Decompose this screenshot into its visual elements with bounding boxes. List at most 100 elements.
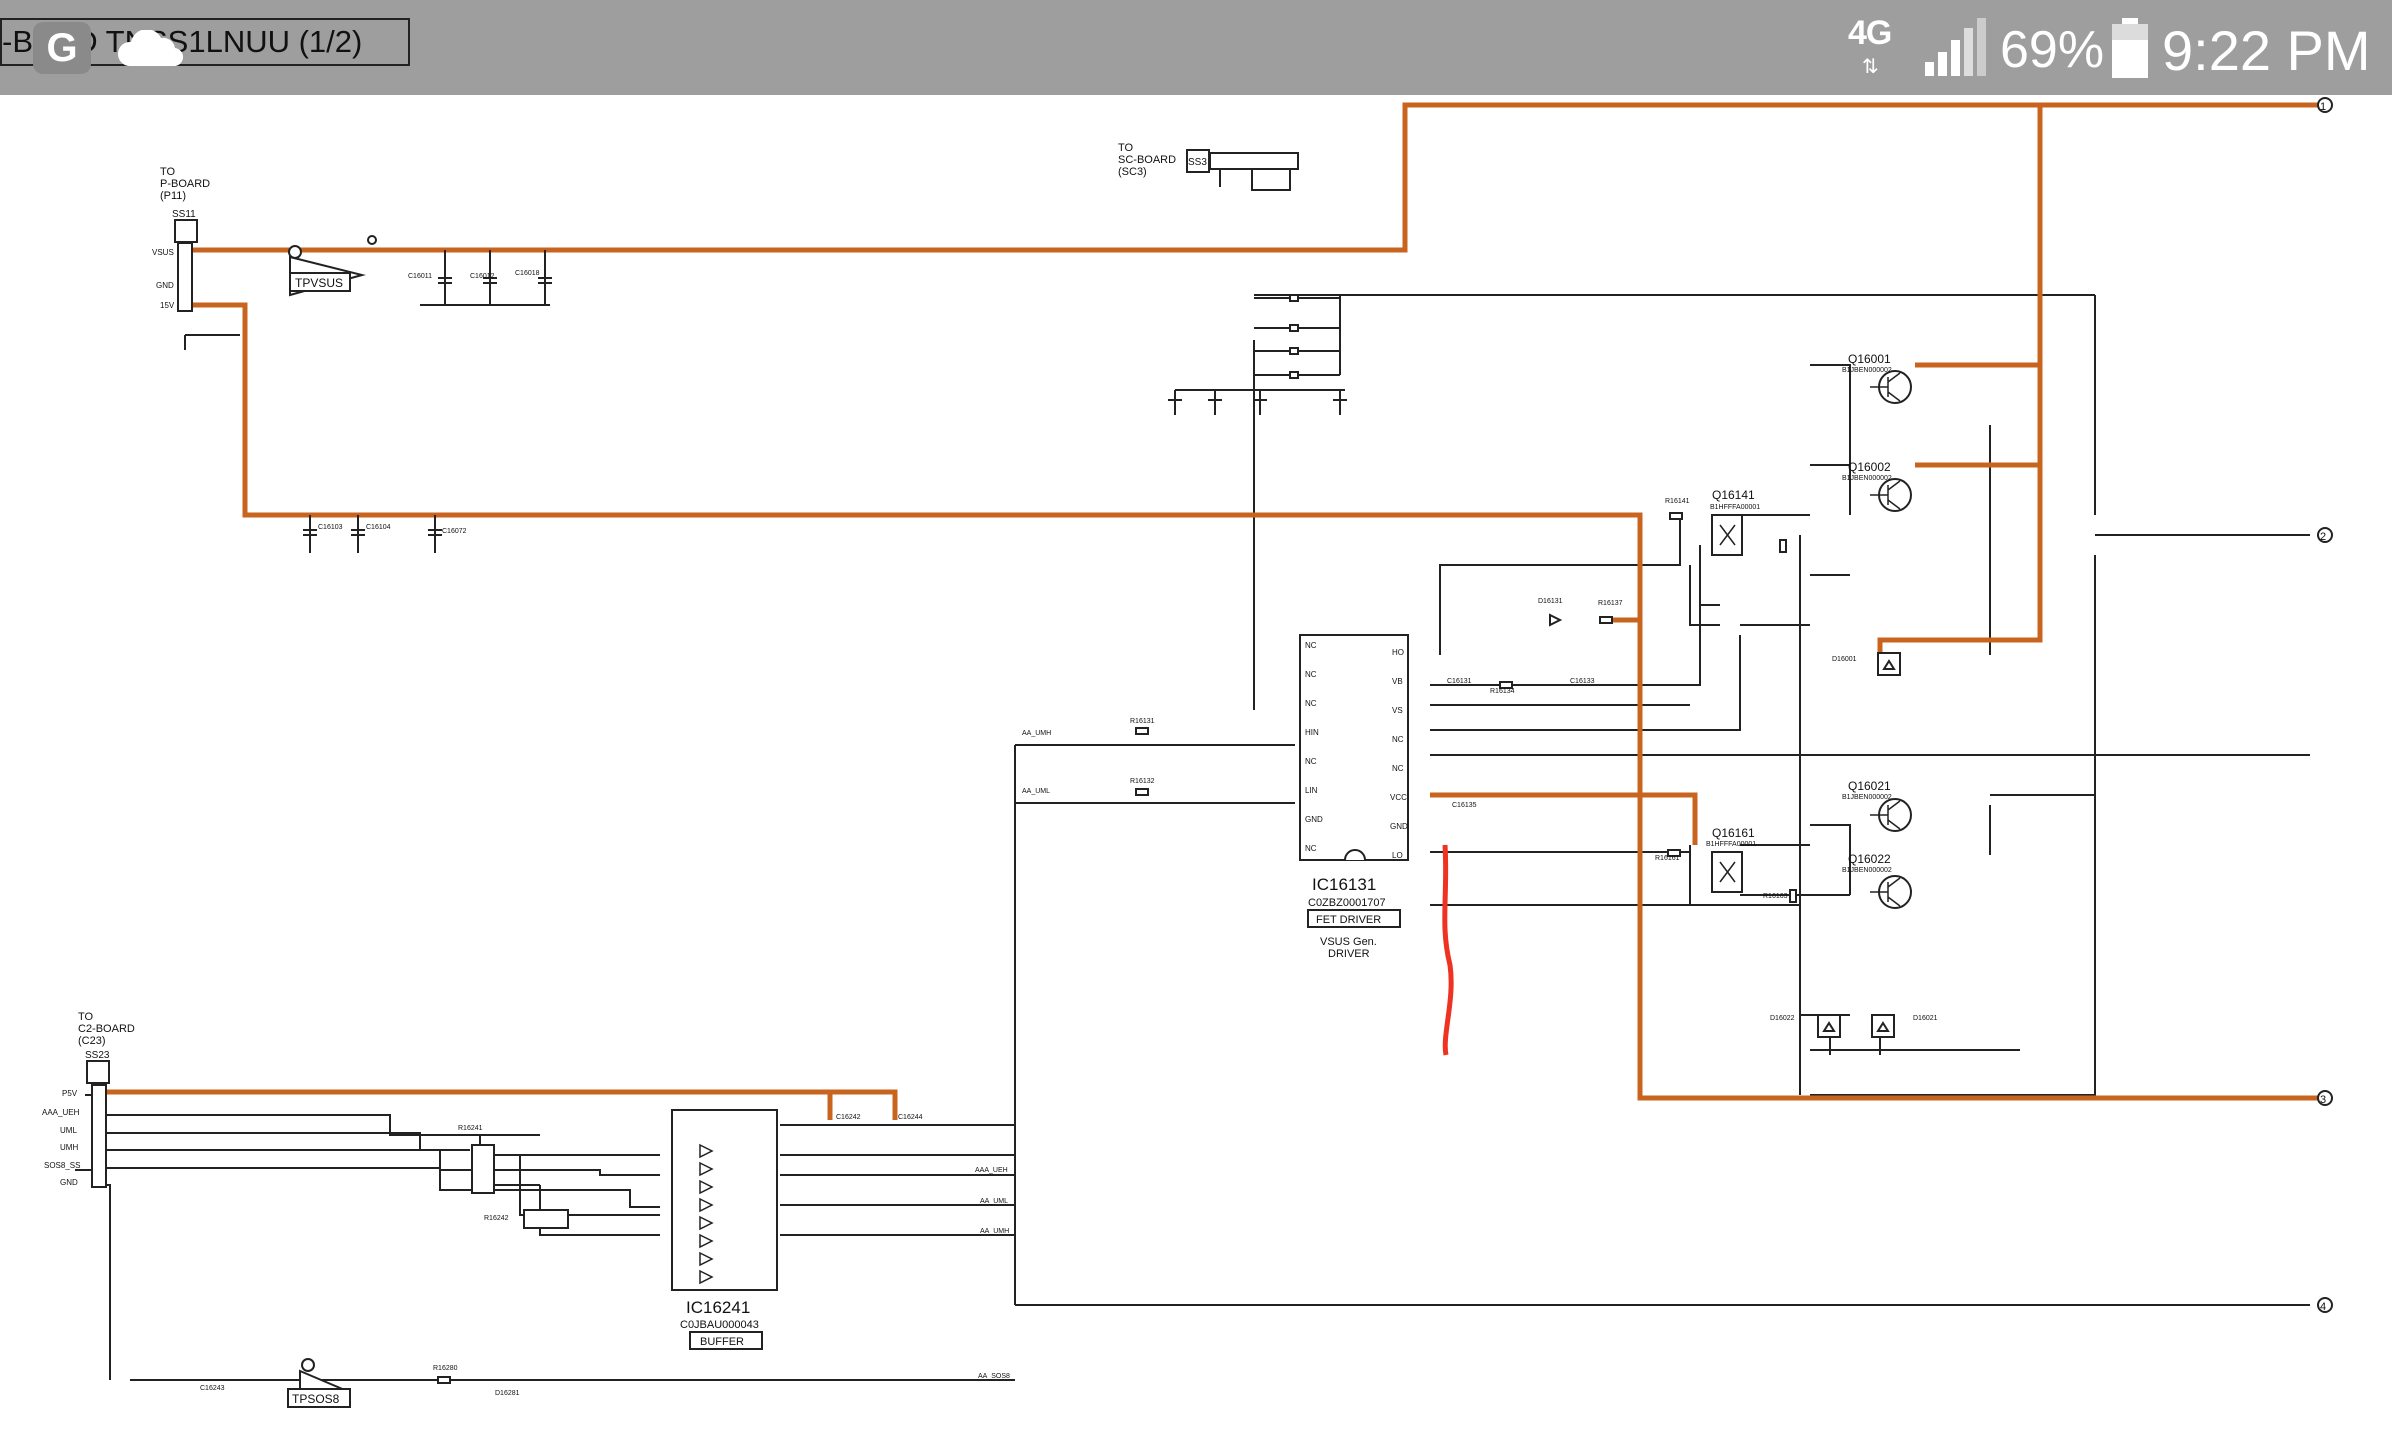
ic16131-pin-vcc: VCC <box>1390 793 1407 802</box>
c16135: C16135 <box>1452 802 1477 809</box>
ic16131-pin-nc4: NC <box>1305 757 1317 766</box>
r16163: R16163 <box>1763 893 1788 900</box>
q16141-part: B1HFFFA00001 <box>1710 504 1760 511</box>
q16001: Q16001 B1JBEN000002 <box>1842 352 1912 404</box>
ic16241-part: C0JBAU000043 <box>680 1319 759 1331</box>
tp-vsus-label: TPVSUS <box>295 276 343 290</box>
c16244: C16244 <box>898 1114 923 1121</box>
ic16131-pin-gnd: GND <box>1305 815 1323 824</box>
ic16131-pin-nc3: NC <box>1305 699 1317 708</box>
p-board-to: TO <box>160 166 176 178</box>
network-arrows-icon: ⇅ <box>1862 56 1879 78</box>
d16001: D16001 <box>1832 656 1857 663</box>
r16132: R16132 <box>1130 778 1155 785</box>
offpage-2: 2 <box>2320 531 2326 543</box>
c2-pin-p5v: P5V <box>62 1089 78 1098</box>
ic16131-pin-gnd2: GND <box>1390 822 1408 831</box>
p-board-pin-vsus: VSUS <box>152 248 174 257</box>
offpage-connectors: 1 2 3 4 <box>2317 97 2333 1313</box>
c2-board-name: C2-BOARD <box>78 1023 135 1035</box>
c16104: C16104 <box>366 524 391 531</box>
p-board-conn: SS11 <box>172 209 196 220</box>
c16012: C16012 <box>470 273 495 280</box>
signal-icon <box>1925 18 1986 76</box>
15v-caps <box>303 515 442 553</box>
cloud-icon <box>118 30 183 67</box>
tp-sos8-label: TPSOS8 <box>292 1392 340 1406</box>
ic16131-pin-lin: LIN <box>1305 786 1318 795</box>
q16022: Q16022 B1JBEN000002 <box>1842 852 1912 909</box>
net-aa-sos8: AA_SOS8 <box>978 1373 1010 1380</box>
r16280: R16280 <box>433 1365 458 1372</box>
q16161-name: Q16161 <box>1712 826 1755 840</box>
c16018: C16018 <box>515 270 540 277</box>
q16001-part: B1JBEN000002 <box>1842 367 1892 374</box>
net-aa-umh2: AA_UMH <box>980 1228 1009 1235</box>
c2-pin-umh: UMH <box>60 1143 78 1152</box>
c2-board-connector: TO C2-BOARD (C23) SS23 P5V AAA_UEH UML U… <box>42 1011 135 1188</box>
ic16131-pin-nc5: NC <box>1305 844 1317 853</box>
sc-board-ref: (SC3) <box>1118 166 1147 178</box>
r16137: R16137 <box>1598 600 1623 607</box>
d16131: D16131 <box>1538 598 1563 605</box>
output-diodes <box>1817 652 1901 1038</box>
network-type-icon: 4G <box>1848 14 1892 53</box>
battery-percent: 69% <box>2000 21 2105 79</box>
c16243: C16243 <box>200 1385 225 1392</box>
r16141: R16141 <box>1665 498 1690 505</box>
q16002-part: B1JBEN000002 <box>1842 475 1892 482</box>
q16141-name: Q16141 <box>1712 488 1755 502</box>
red-annotation <box>1442 844 1454 1056</box>
q16141: Q16141 B1HFFFA00001 <box>1710 488 1760 556</box>
network-type-label: 4G <box>1848 14 1892 52</box>
net-aa-umh: AA_UMH <box>1022 730 1051 737</box>
c16133: C16133 <box>1570 678 1595 685</box>
c2-pin-gnd: GND <box>60 1178 78 1187</box>
r16134: R16134 <box>1490 688 1515 695</box>
p-board-connector: TO P-BOARD (P11) SS11 VSUS GND 15V <box>152 166 210 312</box>
p-board-ref: (P11) <box>160 190 186 202</box>
r16131: R16131 <box>1130 718 1155 725</box>
bootstrap-network <box>1499 512 1797 903</box>
ic16131-desc2: DRIVER <box>1328 948 1370 960</box>
ic16241-tag: BUFFER <box>700 1336 744 1348</box>
tp-sos8: TPSOS8 <box>287 1358 351 1408</box>
ic16131-desc1: VSUS Gen. <box>1320 936 1377 948</box>
offpage-4: 4 <box>2320 1301 2326 1313</box>
ic16131-input-resistors <box>1135 727 1149 796</box>
c2-board-ref: (C23) <box>78 1035 106 1047</box>
offpage-1: 1 <box>2320 101 2326 113</box>
d16281: D16281 <box>495 1390 520 1397</box>
c2-board-to: TO <box>78 1011 94 1023</box>
q16022-part: B1JBEN000002 <box>1842 867 1892 874</box>
ic16131-pin-nc2: NC <box>1305 670 1317 679</box>
c16103: C16103 <box>318 524 343 531</box>
ic16131-part: C0ZBZ0001707 <box>1308 897 1386 909</box>
c16131: C16131 <box>1447 678 1472 685</box>
p-board-pin-15v: 15V <box>160 301 175 310</box>
sc-board-conn: SS3 <box>1188 157 1207 168</box>
tp-vsus: TPVSUS <box>288 235 377 297</box>
ic16131-pin-hin: HIN <box>1305 728 1319 737</box>
c2-board-conn: SS23 <box>85 1050 110 1061</box>
c2-pin-uml: UML <box>60 1126 77 1135</box>
c2-pin-aaa-ueh: AAA_UEH <box>42 1108 80 1117</box>
q16002-name: Q16002 <box>1848 460 1891 474</box>
ic16241: IC16241 C0JBAU000043 BUFFER <box>671 1109 778 1350</box>
sc-filter-network <box>1168 294 1347 415</box>
q16021-name: Q16021 <box>1848 779 1891 793</box>
d16022: D16022 <box>1770 1015 1795 1022</box>
app-icon[interactable]: G <box>33 22 91 74</box>
clock: 9:22 PM <box>2162 19 2371 82</box>
q16021: Q16021 B1JBEN000002 <box>1842 779 1912 832</box>
ic16131-pin-nc6: NC <box>1392 735 1404 744</box>
p-board-name: P-BOARD <box>160 178 210 190</box>
r16242: R16242 <box>484 1215 509 1222</box>
q16002: Q16002 B1JBEN000002 <box>1842 460 1912 512</box>
q16021-part: B1JBEN000002 <box>1842 794 1892 801</box>
c16072: C16072 <box>442 528 467 535</box>
sc-board-name: SC-BOARD <box>1118 154 1176 166</box>
c16242: C16242 <box>836 1114 861 1121</box>
ic16131-pin-ho: HO <box>1392 648 1404 657</box>
ic16131-pin-vs: VS <box>1392 706 1403 715</box>
